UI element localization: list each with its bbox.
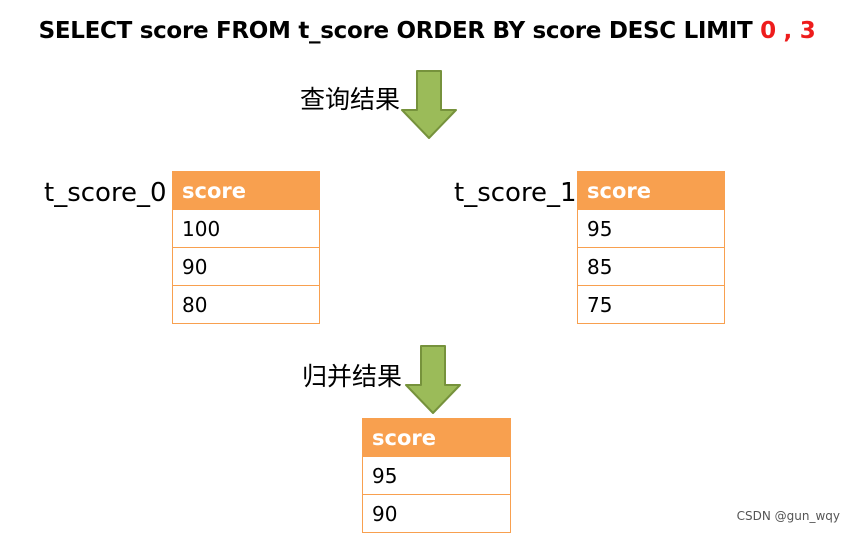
watermark: CSDN @gun_wqy [736,509,840,523]
merge-result-label: 归并结果 [302,362,403,391]
right-table-name: t_score_1 [454,178,577,208]
table-row: 85 [577,247,725,286]
table-row: 95 [362,456,511,495]
down-arrow-icon [401,70,457,139]
left-score-table: score 100 90 80 [172,171,320,324]
table-cell: 100 [172,209,320,248]
merged-table-header: score [362,418,511,457]
left-table-name: t_score_0 [44,178,167,208]
table-cell: 90 [362,494,511,533]
right-table-header: score [577,171,725,210]
down-arrow-icon [405,345,461,414]
right-score-table: score 95 85 75 [577,171,725,324]
sql-statement: SELECT score FROM t_score ORDER BY score… [0,18,854,44]
table-cell: 80 [172,285,320,324]
table-row: 100 [172,209,320,248]
sql-limit-values: 0 , 3 [760,18,816,44]
table-cell: 85 [577,247,725,286]
table-cell: 95 [577,209,725,248]
table-row: 95 [577,209,725,248]
table-row: 75 [577,285,725,324]
table-row: 80 [172,285,320,324]
query-result-label: 查询结果 [300,85,401,114]
table-row: 90 [362,494,511,533]
table-cell: 75 [577,285,725,324]
merged-score-table: score 95 90 [362,418,511,533]
left-table-header: score [172,171,320,210]
table-cell: 95 [362,456,511,495]
table-row: 90 [172,247,320,286]
table-cell: 90 [172,247,320,286]
sql-prefix: SELECT score FROM t_score ORDER BY score… [38,18,761,44]
